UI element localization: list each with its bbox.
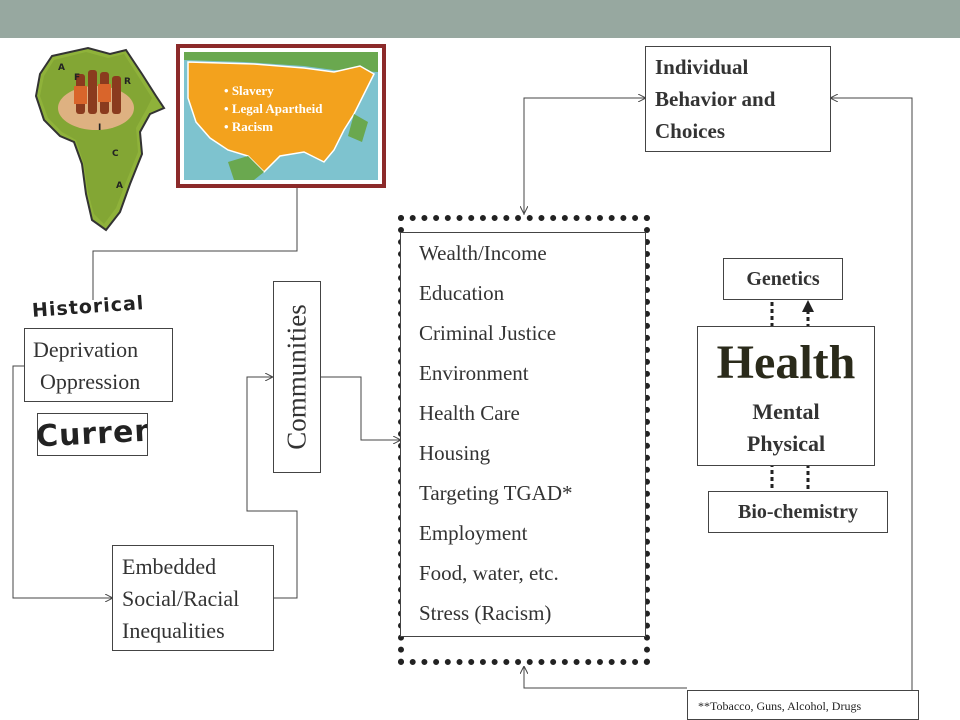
usa-bullet-list: Slavery Legal Apartheid Racism [224, 82, 323, 136]
loop-to-determinants-arrow [524, 667, 687, 689]
determinant-item: Criminal Justice [419, 321, 557, 345]
current-box: Current [37, 413, 148, 456]
determinant-item: Food, water, etc. [419, 561, 559, 585]
genetics-label: Genetics [746, 268, 820, 290]
oppression-box: Deprivation Oppression [24, 328, 173, 402]
africa-letter: A [58, 63, 65, 73]
oppression-line1: Deprivation [33, 337, 139, 362]
determinant-item: Health Care [419, 401, 520, 425]
determinant-item: Education [419, 281, 505, 305]
inequalities-line1: Embedded [122, 554, 217, 579]
determinant-item: Targeting TGAD* [419, 481, 573, 505]
determinant-item: Housing [419, 441, 491, 465]
oppression-line2: Oppression [40, 369, 141, 394]
africa-map-image: A F R I C A [34, 46, 166, 232]
footnote: **Tobacco, Guns, Alcohol, Drugs [687, 690, 919, 720]
health-title: Health [716, 336, 856, 389]
usa-map-image: Slavery Legal Apartheid Racism [176, 44, 386, 188]
africa-letter: R [124, 77, 131, 87]
determinant-item: Employment [419, 521, 528, 545]
individual-line3: Choices [655, 119, 725, 143]
map-to-historical-line [92, 188, 298, 300]
determinants-list: Wealth/Income Education Criminal Justice… [400, 232, 646, 637]
communities-label: Communities [281, 304, 312, 450]
inequalities-line3: Inequalities [122, 618, 225, 643]
individual-line1: Individual [655, 55, 749, 79]
communities-box: Communities [273, 281, 321, 473]
determinant-item: Wealth/Income [419, 241, 547, 265]
current-label: Current [37, 413, 148, 455]
oppression-to-inequalities-arrow [12, 365, 112, 598]
communities-to-determinants-arrow [321, 376, 400, 440]
usa-bullet: Racism [224, 118, 322, 136]
usa-bullet: Legal Apartheid [224, 100, 323, 118]
health-line1: Mental [752, 399, 820, 424]
genetics-box: Genetics [723, 258, 843, 300]
africa-letter: F [74, 73, 80, 83]
africa-letter: A [116, 181, 123, 191]
determinant-item: Stress (Racism) [419, 601, 552, 625]
title-bar [0, 0, 960, 38]
africa-letter: I [98, 123, 101, 133]
biochemistry-box: Bio-chemistry [708, 491, 888, 533]
health-line2: Physical [746, 431, 826, 456]
usa-bullet: Slavery [224, 82, 322, 100]
determinants-to-individual-arrow [523, 98, 645, 215]
africa-letter: C [112, 149, 119, 159]
individual-line2: Behavior and [655, 87, 776, 111]
health-box: Health Mental Physical [697, 326, 875, 466]
biochemistry-label: Bio-chemistry [738, 501, 858, 523]
individual-box: Individual Behavior and Choices [645, 46, 831, 152]
inequalities-to-communities-arrow [246, 377, 298, 599]
determinant-item: Environment [419, 361, 529, 385]
inequalities-box: Embedded Social/Racial Inequalities [112, 545, 274, 651]
inequalities-line2: Social/Racial [122, 586, 240, 611]
